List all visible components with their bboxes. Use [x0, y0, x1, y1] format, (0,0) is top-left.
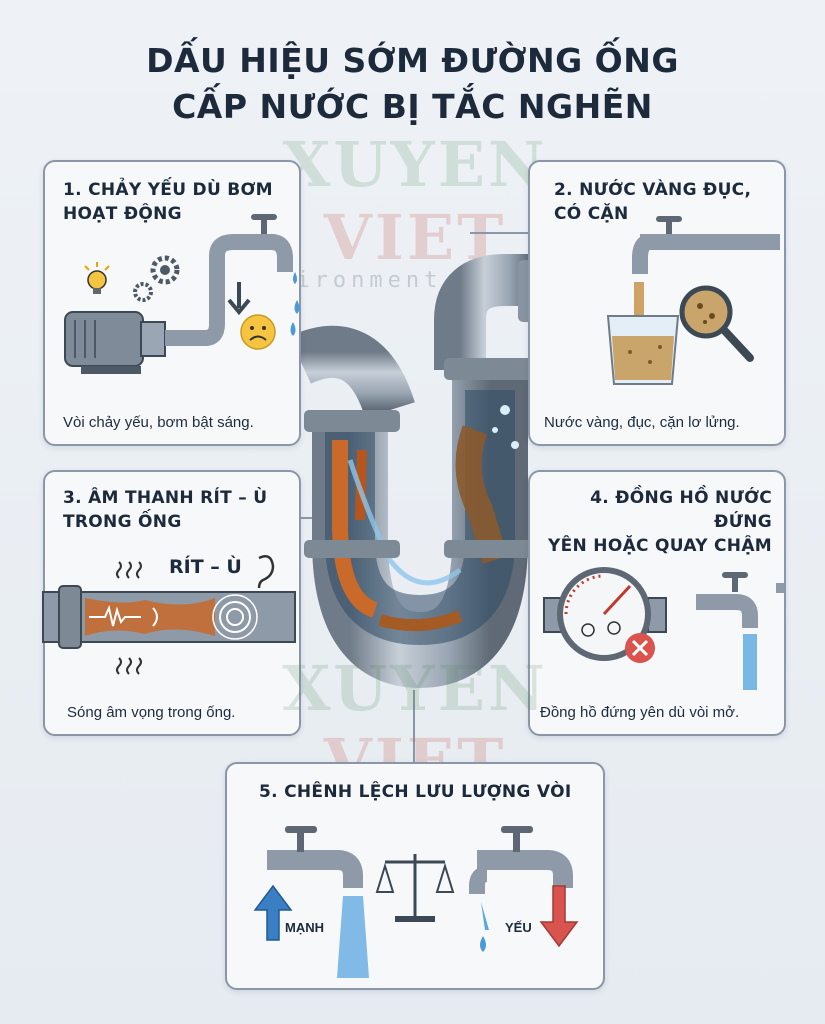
flow-comparison-illustration	[253, 826, 579, 978]
sound-label: RÍT – Ù	[169, 556, 242, 578]
card-1-title: 1. CHẢY YẾU DÙ BƠM HOẠT ĐỘNG	[63, 180, 273, 224]
pump-faucet-illustration	[64, 214, 300, 374]
card-weak-flow: 1. CHẢY YẾU DÙ BƠM HOẠT ĐỘNG Vòi chảy yế…	[43, 160, 301, 446]
card-2-caption: Nước vàng, đục, cặn lơ lửng.	[544, 414, 740, 431]
card-1-caption: Vòi chảy yếu, bơm bật sáng.	[63, 414, 254, 431]
connector-bottom	[413, 690, 415, 762]
card-turbid-water: 2. NƯỚC VÀNG ĐỤC, CÓ CẶN Nước vàng, đục,…	[528, 160, 786, 446]
card-2-title: 2. NƯỚC VÀNG ĐỤC, CÓ CẶN	[554, 180, 752, 224]
card-3-title: 3. ÂM THANH RÍT – Ù TRONG ỐNG	[63, 488, 268, 532]
card-5-title: 5. CHÊNH LỆCH LƯU LƯỢNG VÒI	[259, 782, 572, 802]
title-line-1: DẤU HIỆU SỚM ĐƯỜNG ỐNG	[146, 41, 679, 80]
card-4-caption: Đồng hồ đứng yên dù vòi mở.	[540, 704, 740, 721]
noisy-pipe-illustration	[42, 555, 296, 675]
weak-flow-label: YẾU	[505, 920, 532, 935]
page-title: DẤU HIỆU SỚM ĐƯỜNG ỐNG CẤP NƯỚC BỊ TẮC N…	[0, 38, 825, 130]
clogged-pipe-illustration	[289, 254, 540, 689]
card-pipe-noise: 3. ÂM THANH RÍT – Ù TRONG ỐNG RÍT – Ù Só…	[42, 470, 301, 736]
water-meter-illustration	[543, 567, 784, 690]
card-flow-difference: 5. CHÊNH LỆCH LƯU LƯỢNG VÒI MẠNH YẾU	[225, 762, 605, 990]
ear-icon	[257, 555, 275, 589]
strong-flow-label: MẠNH	[285, 920, 324, 935]
title-line-2: CẤP NƯỚC BỊ TẮC NGHẼN	[172, 87, 653, 126]
card-4-title: 4. ĐỒNG HỒ NƯỚC ĐỨNG YÊN HOẶC QUAY CHẬM	[548, 488, 772, 556]
connector-top-right	[470, 232, 530, 234]
card-3-caption: Sóng âm vọng trong ống.	[67, 704, 236, 721]
card-water-meter: 4. ĐỒNG HỒ NƯỚC ĐỨNG YÊN HOẶC QUAY CHẬM …	[528, 470, 786, 736]
glass-magnifier-illustration	[606, 216, 780, 385]
